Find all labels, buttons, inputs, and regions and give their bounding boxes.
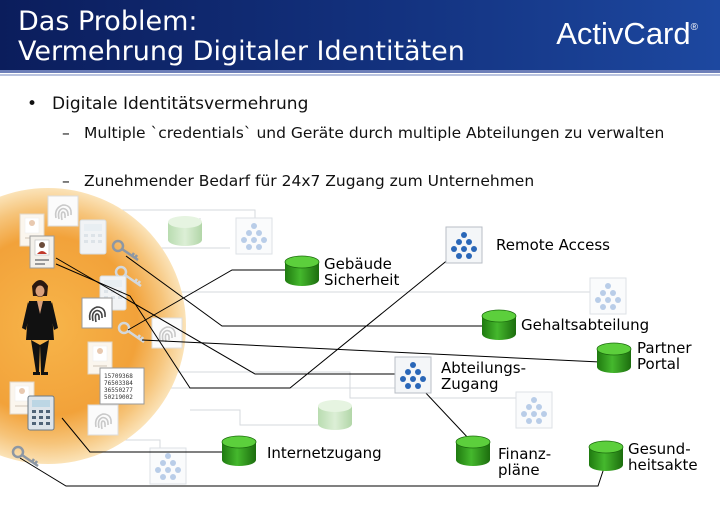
- faint-network-icon: [515, 391, 553, 429]
- slide-title-line1: Das Problem:: [18, 6, 198, 37]
- fingerprint-icon: [81, 297, 113, 329]
- token-number: 15709368: [104, 373, 133, 380]
- network-icon-abteilungszugang: [394, 356, 432, 394]
- label-gebaeude-sicherheit: Gebäude Sicherheit: [324, 256, 399, 288]
- businesswoman-icon: [22, 280, 58, 375]
- label-line: Zugang: [441, 375, 499, 393]
- sub-bullet-2-text: Zunehmender Bedarf für 24x7 Zugang zum U…: [84, 172, 535, 190]
- label-line: Sicherheit: [324, 271, 400, 289]
- label-partner-portal: Partner Portal: [637, 340, 692, 372]
- label-line: heitsakte: [628, 456, 698, 474]
- label-finanzplaene: Finanz- pläne: [498, 446, 551, 478]
- database-icon-finanzplaene: [455, 435, 491, 467]
- dash-icon: –: [62, 124, 70, 142]
- bullet-main-text: Digitale Identitätsvermehrung: [52, 94, 309, 114]
- database-icon-gehaltsabteilung: [481, 309, 517, 341]
- dash-icon: –: [62, 172, 70, 190]
- database-icon-internetzugang: [221, 435, 257, 467]
- label-line: Gehaltsabteilung: [521, 316, 650, 334]
- database-icon-partner-portal: [596, 342, 632, 374]
- token-number: 76503384: [104, 380, 133, 387]
- label-line: Abteilungs-: [441, 359, 526, 377]
- label-internetzugang: Internetzugang: [267, 445, 382, 461]
- label-line: Finanz-: [498, 445, 552, 463]
- label-remote-access: Remote Access: [496, 237, 610, 253]
- slide-title-line2: Vermehrung Digitaler Identitäten: [18, 36, 465, 67]
- faint-fingerprint-icon: [47, 195, 79, 227]
- faint-network-icon: [589, 277, 627, 315]
- banner-rule: [0, 70, 720, 73]
- activcard-logo: ActivCard®: [556, 16, 698, 52]
- faint-database-icon: [318, 400, 352, 430]
- logo-text: ActivCard: [556, 16, 691, 51]
- label-line: Gebäude: [324, 255, 392, 273]
- network-icon-remote-access: [445, 226, 483, 264]
- bullet-dot-icon: •: [27, 94, 38, 114]
- title-banner: [0, 0, 720, 70]
- label-line: Internetzugang: [267, 444, 382, 462]
- label-gesundheitsakte: Gesund- heitsakte: [628, 441, 698, 473]
- label-line: Portal: [637, 355, 681, 373]
- label-line: pläne: [498, 461, 540, 479]
- faint-calculator-icon: [79, 219, 107, 255]
- label-gehaltsabteilung: Gehaltsabteilung: [521, 317, 649, 333]
- faint-network-icon: [149, 447, 187, 485]
- sub-bullet-1-text: Multiple `credentials` und Geräte durch …: [84, 124, 665, 142]
- faint-fingerprint-icon: [87, 404, 119, 436]
- faint-network-icon: [235, 217, 273, 255]
- connector-lines: [19, 249, 605, 487]
- label-line: Gesund-: [628, 440, 691, 458]
- banner-rule-light: [0, 74, 720, 76]
- label-line: Remote Access: [496, 236, 610, 254]
- database-icon-gebaeude: [284, 255, 320, 287]
- security-token-icon: 15709368 76503384 36550277 50219002: [99, 367, 145, 405]
- faint-database-icon: [168, 216, 202, 246]
- id-badge-icon: [29, 235, 55, 269]
- calculator-icon: [27, 395, 55, 431]
- logo-registered-mark: ®: [690, 22, 698, 33]
- label-abteilungszugang: Abteilungs- Zugang: [441, 360, 526, 392]
- token-number: 36550277: [104, 387, 133, 394]
- token-number: 50219002: [104, 394, 133, 401]
- database-icon-gesundheitsakte: [588, 440, 624, 472]
- label-line: Partner: [637, 339, 692, 357]
